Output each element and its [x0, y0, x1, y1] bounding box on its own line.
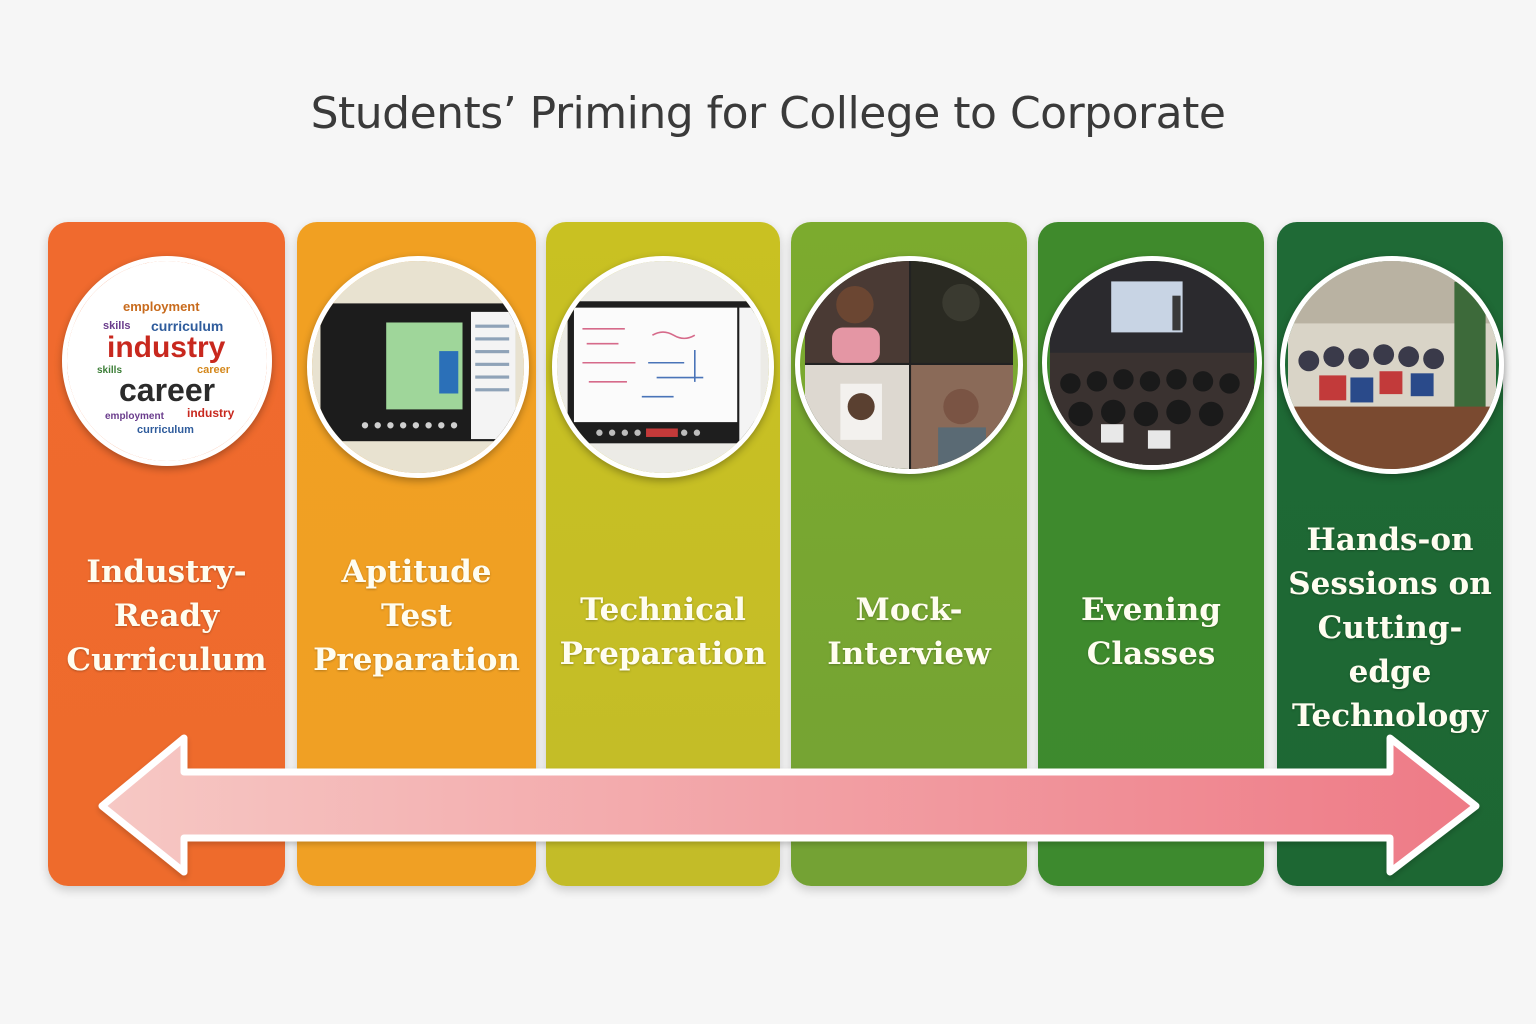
stage-evening-classes: Evening Classes — [1038, 222, 1264, 886]
svg-text:curriculum: curriculum — [151, 318, 223, 334]
stage-label: Mock- Interview — [827, 592, 991, 672]
stage-aptitude-test-preparation: Aptitude Test Preparation — [297, 222, 536, 886]
stage-label: Hands-on Sessions on Cutting-edge Techno… — [1288, 522, 1492, 734]
svg-text:curriculum: curriculum — [137, 424, 194, 436]
svg-text:skills: skills — [97, 365, 122, 376]
stage-label: Technical Preparation — [559, 592, 767, 672]
stage-label: Evening Classes — [1081, 592, 1221, 672]
page-title: Students’ Priming for College to Corpora… — [310, 88, 1226, 139]
stage-mock-interview: Mock- Interview — [791, 222, 1027, 886]
stage-hands-on-sessions: Hands-on Sessions on Cutting-edge Techno… — [1277, 222, 1504, 886]
svg-text:industry: industry — [187, 406, 235, 420]
stage-technical-preparation: Technical Preparation — [546, 222, 780, 886]
stage-label: Aptitude Test Preparation — [313, 554, 520, 678]
svg-text:employment: employment — [123, 299, 200, 314]
video-call-grid-image — [795, 256, 1023, 474]
svg-text:skills: skills — [103, 320, 131, 332]
word-cloud-image: employment skills curriculum industry sk… — [62, 256, 272, 466]
stage-label: Industry- Ready Curriculum — [66, 554, 267, 678]
lecture-hall-photo-image — [1042, 256, 1262, 470]
svg-text:career: career — [119, 372, 215, 408]
stage-industry-ready-curriculum: employment skills curriculum industry sk… — [48, 222, 285, 886]
whiteboard-screenshot-image — [552, 256, 774, 478]
svg-text:industry: industry — [107, 331, 226, 364]
svg-text:career: career — [197, 364, 231, 376]
svg-text:employment: employment — [105, 411, 165, 422]
workshop-photo-image — [1280, 256, 1504, 474]
online-class-screenshot-image — [307, 256, 529, 478]
